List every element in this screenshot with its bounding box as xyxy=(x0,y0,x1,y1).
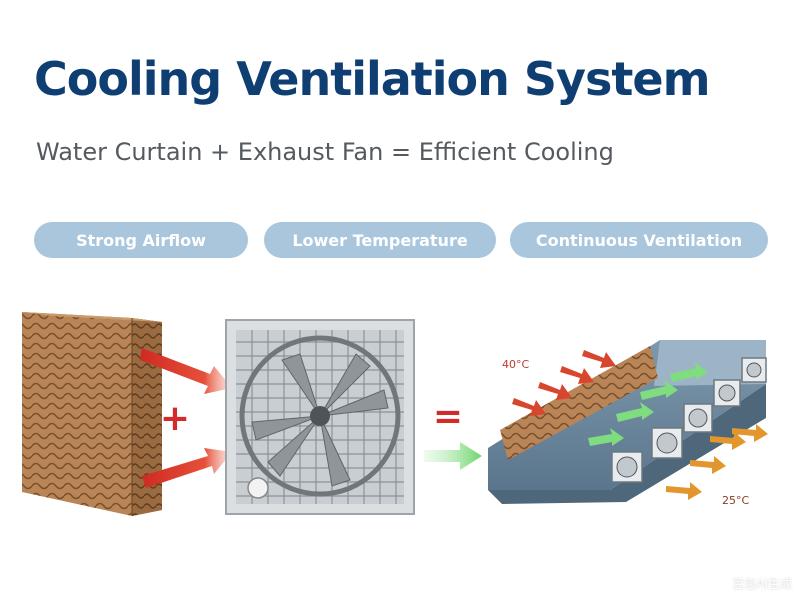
equals-symbol: = xyxy=(433,396,463,437)
feature-pill-continuous-ventilation: Continuous Ventilation xyxy=(510,222,768,258)
plus-symbol: + xyxy=(160,398,190,439)
duct-internal-airflow xyxy=(588,362,708,446)
duct-cooling-pad xyxy=(500,346,658,460)
incoming-hot-arrows xyxy=(512,350,616,416)
ventilation-duct xyxy=(488,340,767,504)
feature-pill-label: Lower Temperature xyxy=(292,230,468,250)
hot-air-arrows xyxy=(140,348,232,488)
exhaust-fan xyxy=(225,319,415,515)
feature-pill-lower-temperature: Lower Temperature xyxy=(264,222,496,258)
feature-pill-strong-airflow: Strong Airflow xyxy=(34,222,248,258)
system-illustration: + = xyxy=(22,312,768,516)
water-curtain-pad xyxy=(22,312,162,516)
airflow-arrow xyxy=(424,442,482,470)
outgoing-cool-arrows xyxy=(666,424,768,500)
page-subtitle: Water Curtain + Exhaust Fan = Efficient … xyxy=(36,138,614,166)
duct-fan-units xyxy=(611,357,767,483)
hot-temperature-label: 40°C xyxy=(502,358,529,371)
watermark: 豆包AI生成 xyxy=(732,577,792,591)
cool-temperature-label: 25°C xyxy=(722,494,749,507)
feature-pill-label: Continuous Ventilation xyxy=(535,230,743,250)
page-title: Cooling Ventilation System xyxy=(34,52,711,106)
feature-pill-label: Strong Airflow xyxy=(76,230,206,250)
